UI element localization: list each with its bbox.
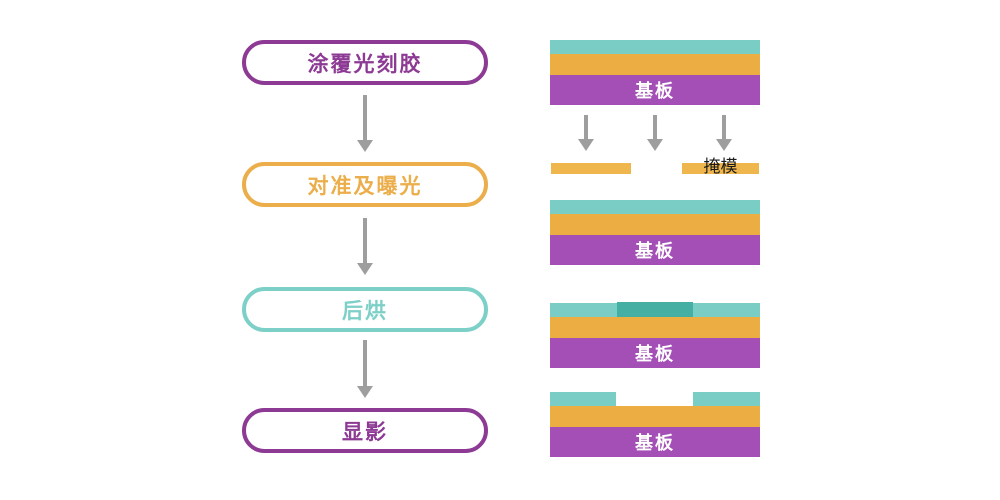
substrate-layer: 基板	[550, 427, 760, 457]
substrate-label: 基板	[635, 81, 675, 102]
flow-step-label: 后烘	[342, 298, 388, 323]
substrate-label: 基板	[635, 241, 675, 262]
wafer-stack-coated: 基板	[550, 40, 760, 105]
flow-step-label: 显影	[342, 419, 388, 444]
oxide-layer	[550, 214, 760, 235]
photoresist-layer	[550, 302, 760, 317]
photoresist-layer	[550, 200, 760, 214]
exposure-light-arrow-icon	[578, 115, 594, 151]
exposure-light-arrow-icon	[716, 115, 732, 151]
exposed-resist-region	[617, 302, 693, 317]
wafer-stack-developed: 基板	[550, 392, 760, 457]
wafer-stack-exposed: 基板	[550, 200, 760, 265]
wafer-stack-baked: 基板	[550, 302, 760, 368]
substrate-label: 基板	[635, 344, 675, 365]
mask-bar-right	[682, 163, 759, 174]
remaining-resist-right	[693, 392, 760, 406]
down-arrow-icon	[357, 95, 373, 152]
flow-step-label: 对准及曝光	[307, 173, 423, 198]
substrate-layer: 基板	[550, 75, 760, 105]
down-arrow-icon	[357, 218, 373, 275]
flow-step-label: 涂覆光刻胶	[307, 51, 423, 76]
oxide-layer	[550, 406, 760, 427]
flow-step-post-bake: 后烘	[242, 287, 488, 332]
substrate-label: 基板	[635, 433, 675, 454]
remaining-resist-left	[550, 392, 616, 406]
oxide-layer	[550, 54, 760, 75]
mask-label: 掩模	[703, 157, 738, 177]
oxide-layer	[550, 317, 760, 338]
flow-step-develop: 显影	[242, 408, 488, 453]
photoresist-layer-with-gap	[550, 392, 760, 406]
substrate-layer: 基板	[550, 338, 760, 368]
flow-step-coat-photoresist: 涂覆光刻胶	[242, 40, 488, 85]
exposure-light-arrow-icon	[647, 115, 663, 151]
photoresist-layer	[550, 40, 760, 54]
flow-step-align-expose: 对准及曝光	[242, 162, 488, 207]
mask-bar-left	[551, 163, 631, 174]
down-arrow-icon	[357, 340, 373, 398]
substrate-layer: 基板	[550, 235, 760, 265]
